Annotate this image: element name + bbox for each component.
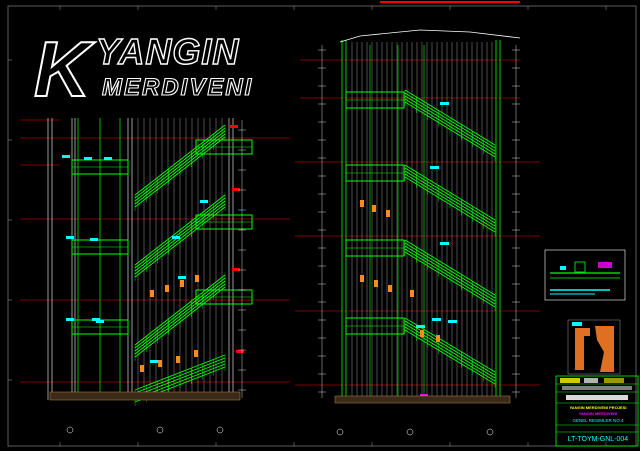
left-grid-lines (20, 119, 290, 383)
right-stair-flights (404, 89, 496, 388)
tread-mark (180, 280, 184, 287)
tread-mark (360, 200, 364, 207)
grid-bubble (406, 428, 414, 436)
grid-bubble (156, 426, 164, 434)
annotation-tag (440, 242, 449, 245)
annotation-tag (62, 155, 70, 158)
level-tag (232, 268, 240, 271)
tread-mark (386, 210, 390, 217)
right-landings (345, 91, 405, 335)
annotation-tag (200, 200, 208, 203)
title-block-drawing-code: LT-TOYM-GNL-004 (567, 436, 629, 443)
annotation-tag (416, 325, 425, 328)
tread-mark (158, 360, 162, 367)
tread-mark (150, 290, 154, 297)
annotation-tag (84, 157, 92, 160)
level-tag (236, 350, 244, 353)
marker-tag (420, 394, 428, 397)
annotation-tag (66, 318, 74, 321)
tread-mark (388, 285, 392, 292)
level-tag (230, 125, 238, 128)
right-foundation (334, 395, 511, 404)
annotation-tag (172, 236, 180, 239)
annotation-tag (178, 276, 186, 279)
annotation-tag (96, 320, 104, 323)
grid-bubble (486, 428, 494, 436)
annotation-tag (90, 238, 98, 241)
logo-word-yangin: YANGIN (95, 31, 240, 72)
left-annotations (62, 120, 246, 434)
left-elevation (20, 118, 290, 434)
level-tag (232, 188, 240, 191)
tread-mark (360, 275, 364, 282)
tread-mark (410, 290, 414, 297)
annotation-tag (150, 360, 158, 363)
tread-mark (176, 356, 180, 363)
grid-bubble (336, 428, 344, 436)
left-foundation (49, 391, 241, 401)
roof-canopy (339, 29, 521, 43)
logo-word-merdiveni: MERDIVENI (101, 74, 254, 101)
tread-mark (372, 205, 376, 212)
tread-mark (194, 350, 198, 357)
title-block-title: YANGIN MERDIVENI (578, 411, 618, 416)
section-detail (567, 319, 621, 375)
annotation-tag (430, 166, 439, 169)
tread-mark (420, 330, 424, 337)
logo-letter-k: K (33, 25, 91, 113)
annotation-tag (440, 102, 449, 105)
annotation-tag (104, 157, 112, 160)
right-grid-lines (295, 59, 540, 386)
title-block (555, 375, 639, 447)
annotation-tag (92, 318, 100, 321)
sheet-frame (7, 5, 637, 447)
tread-mark (140, 365, 144, 372)
title-block-sheet: GENEL RESIMLER NO:4 (572, 418, 624, 423)
frame-ticks (8, 6, 607, 446)
tread-mark (436, 335, 440, 342)
grid-bubble (216, 426, 224, 434)
tread-mark (195, 275, 199, 282)
tread-mark (374, 280, 378, 287)
connection-detail (544, 249, 626, 301)
annotation-tag (448, 320, 457, 323)
right-elevation (295, 1, 540, 436)
annotation-tag (432, 318, 441, 321)
annotation-tag (66, 236, 74, 239)
grid-bubble (66, 426, 74, 434)
tread-mark (165, 285, 169, 292)
right-vertical-members (341, 40, 501, 402)
title-block-company: YANGIN MERDIVENI PROJESI (569, 405, 627, 410)
